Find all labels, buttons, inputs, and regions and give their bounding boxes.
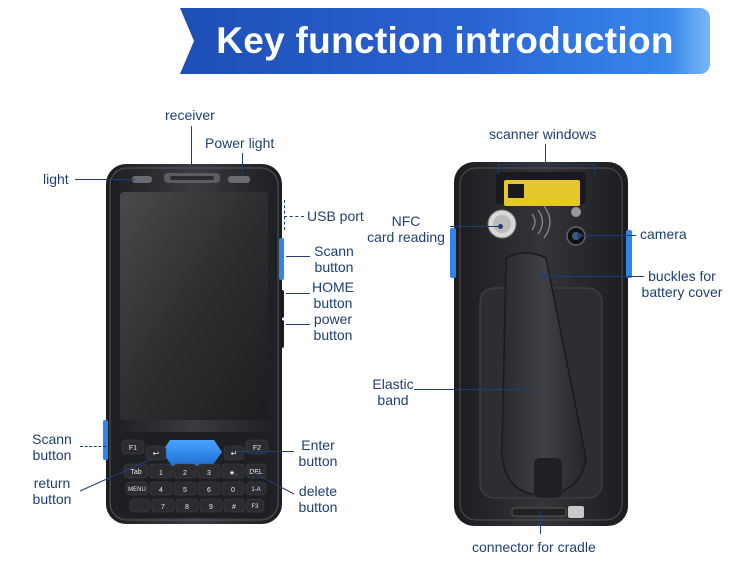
key-f1: F1 [129,445,137,452]
leader-buckles [544,276,644,277]
key-return-symbol: ↩ [153,449,160,458]
light-window [132,176,152,183]
leader-camera [580,235,636,236]
label-scanner-windows: scanner windows [489,126,597,142]
leader-scanner-windows [545,144,546,164]
camera-flash [571,207,581,217]
label-camera: camera [640,226,687,242]
leader-power-light [242,153,243,174]
label-scann-button-left: Scann button [32,431,72,463]
title-banner: Key function introduction [180,8,710,74]
leader-light [75,179,135,180]
label-delete-button: delete button [298,483,338,515]
key-0: 0 [231,487,235,494]
leader-power [286,324,310,325]
key-alpha: 1-A [251,487,260,493]
label-power-light: Power light [205,135,275,151]
leader-usb-port [284,216,304,217]
key-6: 6 [207,487,211,494]
key-f3: F3 [251,504,259,510]
key-enter-symbol: ↵ [231,449,238,458]
leader-enter [236,451,294,452]
leader-elastic [414,389,538,390]
key-hash: # [232,504,236,511]
leader-nfc [450,226,500,227]
back-side-key-left [450,228,456,278]
label-light: light [43,171,69,187]
leader-home [286,293,310,294]
key-8: 8 [185,504,189,511]
label-scann-button-right: Scann button [314,243,354,275]
key-1: 1 [159,470,163,477]
leader-scann-left [80,446,106,447]
label-nfc: NFC card reading [367,213,445,245]
label-power-button: power button [313,311,353,343]
label-return-button: return button [32,475,72,507]
key-2: 2 [183,470,187,477]
power-light-window [228,176,250,183]
front-device-illustration: F1 F2 ↩ ↵ Tab DEL MENU 1-A F3 1 2 3 ★. 4… [103,164,284,524]
key-f2: F2 [253,445,261,452]
key-3: 3 [207,470,211,477]
label-enter-button: Enter button [298,437,338,469]
leader-receiver [191,126,192,168]
label-elastic-band: Elastic band [372,376,414,408]
scanner-window-bracket [498,164,594,165]
page-title: Key function introduction [216,20,674,61]
banner-highlight [670,8,710,74]
key-tab: Tab [130,469,141,476]
back-side-key-right [626,230,632,278]
key-9: 9 [209,504,213,511]
key-star: ★. [229,469,237,477]
leader-delete [251,471,295,495]
back-device-illustration [450,162,632,526]
scan-side-key-left [103,420,108,460]
key-menu: MENU [128,487,146,493]
key-4: 4 [159,487,163,494]
label-receiver: receiver [165,107,215,123]
key-5: 5 [183,487,187,494]
front-screen [120,192,268,420]
leader-scann-right [286,256,310,257]
label-home-button: HOME button [312,279,354,311]
enter-scan-key [162,440,222,466]
label-connector: connector for cradle [472,539,596,555]
strap-clip [534,458,562,498]
elastic-band [501,252,587,495]
label-usb-port: USB port [307,208,364,224]
nfc-mark [531,205,551,239]
scan-side-key-right [279,238,284,280]
leader-connector [540,512,541,534]
key-7: 7 [161,504,165,511]
key-del: DEL [249,469,263,476]
leader-return [79,457,155,492]
usb-port-bracket [284,200,285,230]
label-buckles: buckles for battery cover [641,268,723,300]
cradle-connector [511,507,567,517]
banner-background [180,8,710,74]
